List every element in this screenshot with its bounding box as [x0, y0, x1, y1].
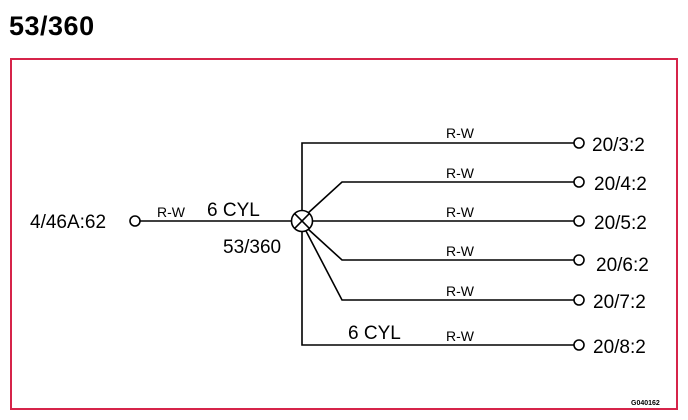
terminal-label-2: 20/4:2 [594, 174, 647, 195]
terminal-label-3: 20/5:2 [594, 213, 647, 234]
source-wire-color: R-W [157, 204, 186, 220]
branch-wire-4 [307, 228, 574, 261]
source-terminal-icon [129, 215, 141, 227]
page-title: 53/360 [9, 11, 95, 41]
source-label: 4/46A:62 [30, 212, 106, 233]
terminal-icon-2 [573, 176, 585, 188]
terminal-icon-3 [573, 215, 585, 227]
terminal-icon-5 [573, 294, 585, 306]
terminal-label-6: 20/8:2 [593, 337, 646, 358]
branch-wire-color-4: R-W [446, 243, 475, 259]
terminal-label-4: 20/6:2 [596, 255, 649, 276]
branch-wire-color-3: R-W [446, 204, 475, 220]
terminal-label-1: 20/3:2 [592, 135, 645, 156]
branch-wire-color-5: R-W [446, 283, 475, 299]
branch-wire-color-6: R-W [446, 328, 475, 344]
circle-cross-icon [290, 209, 314, 233]
branch-wire-6 [301, 232, 574, 346]
terminal-icon-4 [573, 254, 585, 266]
figure-code: G040162 [631, 400, 660, 407]
diagram-frame [10, 58, 678, 410]
branch-wire-1 [301, 142, 574, 212]
terminal-icon-6 [573, 339, 585, 351]
splice-label: 53/360 [223, 237, 281, 258]
branch-wire-2 [306, 181, 574, 215]
branch-wire-tag-6: 6 CYL [348, 323, 401, 344]
branch-wire-color-2: R-W [446, 165, 475, 181]
terminal-label-5: 20/7:2 [593, 292, 646, 313]
branch-wire-5 [305, 230, 574, 301]
source-wire-tag: 6 CYL [207, 200, 260, 221]
branch-wire-color-1: R-W [446, 125, 475, 141]
terminal-icon-1 [573, 137, 585, 149]
